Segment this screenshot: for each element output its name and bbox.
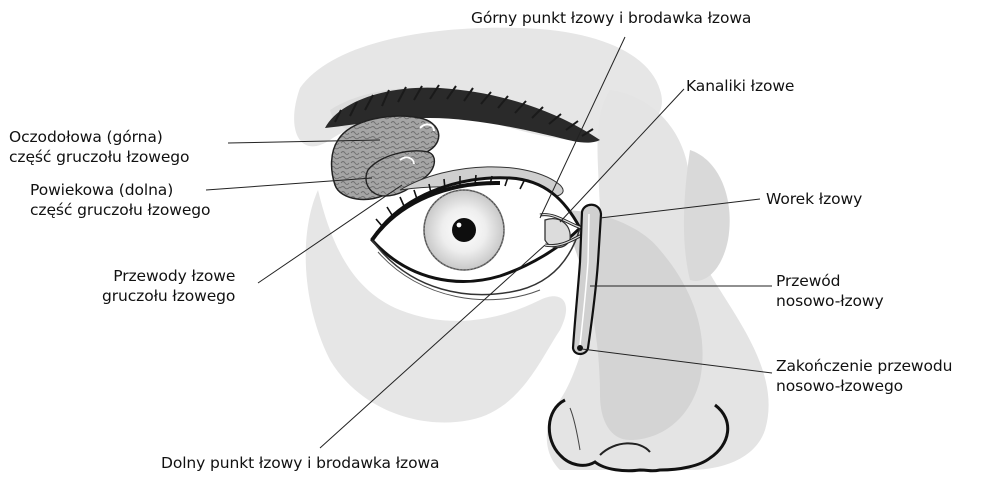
label-nasolacrimal-duct-line1: Przewód [776, 271, 884, 291]
label-canaliculi: Kanaliki łzowe [686, 76, 794, 96]
label-lacrimal-sac-text: Worek łzowy [766, 189, 862, 209]
label-excretory-ducts-line2: gruczołu łzowego [102, 286, 235, 306]
label-nasolacrimal-duct-line2: nosowo-łzowy [776, 291, 884, 311]
label-duct-end-line1: Zakończenie przewodu [776, 356, 952, 376]
label-nasolacrimal-duct: Przewód nosowo-łzowy [776, 271, 884, 311]
label-orbital-part-line1: Oczodołowa (górna) [9, 127, 189, 147]
label-lacrimal-sac: Worek łzowy [766, 189, 862, 209]
label-palpebral-part: Powiekowa (dolna) część gruczołu łzowego [30, 180, 210, 220]
label-orbital-part-line2: część gruczołu łzowego [9, 147, 189, 167]
label-duct-end: Zakończenie przewodu nosowo-łzowego [776, 356, 952, 396]
label-inferior-punctum-text: Dolny punkt łzowy i brodawka łzowa [161, 453, 439, 473]
label-excretory-ducts: Przewody łzowe gruczołu łzowego [102, 266, 235, 306]
label-superior-punctum: Górny punkt łzowy i brodawka łzowa [471, 8, 751, 28]
label-excretory-ducts-line1: Przewody łzowe [102, 266, 235, 286]
label-duct-end-line2: nosowo-łzowego [776, 376, 952, 396]
label-orbital-part: Oczodołowa (górna) część gruczołu łzoweg… [9, 127, 189, 167]
label-superior-punctum-text: Górny punkt łzowy i brodawka łzowa [471, 8, 751, 28]
label-canaliculi-text: Kanaliki łzowe [686, 76, 794, 96]
label-palpebral-part-line2: część gruczołu łzowego [30, 200, 210, 220]
label-inferior-punctum: Dolny punkt łzowy i brodawka łzowa [161, 453, 439, 473]
label-palpebral-part-line1: Powiekowa (dolna) [30, 180, 210, 200]
